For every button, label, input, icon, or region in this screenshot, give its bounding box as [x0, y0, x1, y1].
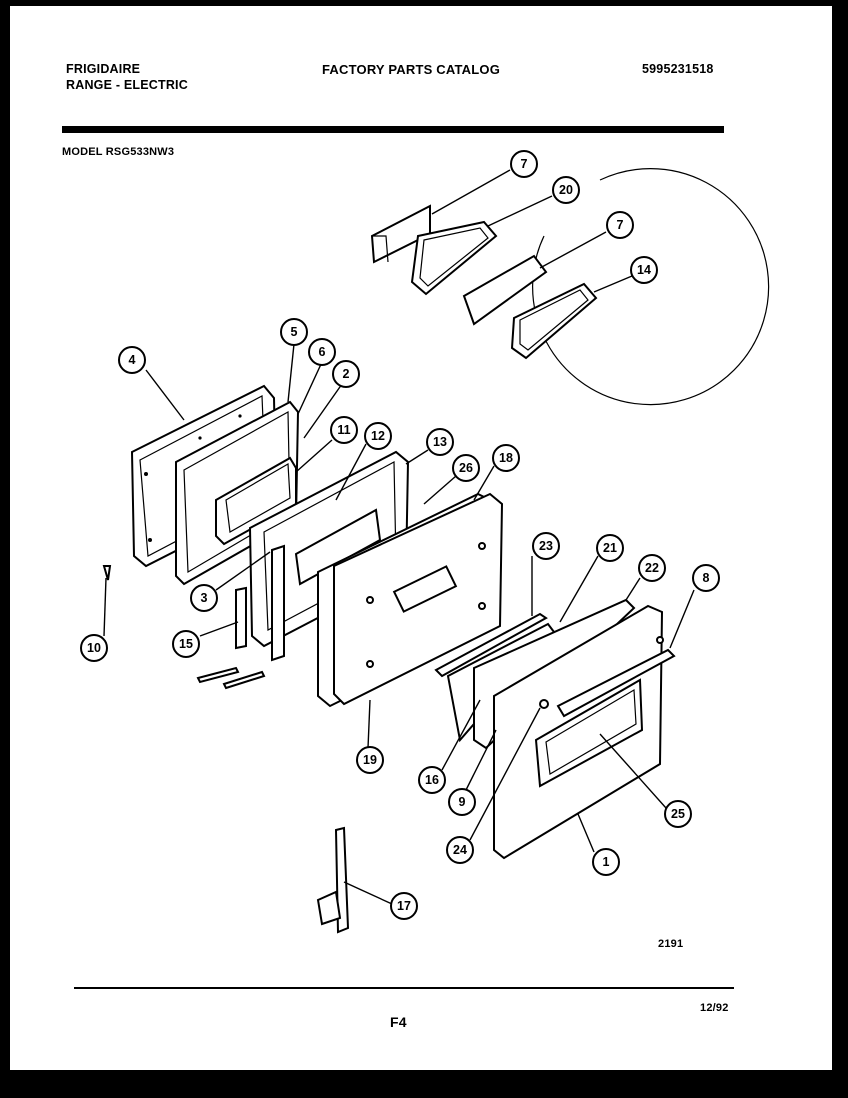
handle-8 [556, 648, 676, 718]
callout-18: 18 [492, 444, 520, 472]
callout-16: 16 [418, 766, 446, 794]
callout-12: 12 [364, 422, 392, 450]
svg-text:14: 14 [637, 263, 651, 277]
callout-4: 4 [118, 346, 146, 374]
callout-7b: 7 [606, 211, 634, 239]
svg-text:21: 21 [603, 541, 617, 555]
catalog-title: FACTORY PARTS CATALOG [322, 62, 501, 77]
inset-glass-7 [462, 254, 548, 326]
callout-7a: 7 [510, 150, 538, 178]
callout-3: 3 [190, 584, 218, 612]
svg-text:12: 12 [371, 429, 385, 443]
svg-text:10: 10 [87, 641, 101, 655]
detail-inset [370, 168, 770, 406]
hinge-assembly [316, 826, 350, 934]
svg-text:26: 26 [459, 461, 473, 475]
svg-text:24: 24 [453, 843, 467, 857]
callout-19: 19 [356, 746, 384, 774]
callout-10: 10 [80, 634, 108, 662]
svg-text:17: 17 [397, 899, 411, 913]
svg-text:23: 23 [539, 539, 553, 553]
glass-door-window [392, 565, 458, 613]
svg-text:16: 16 [425, 773, 439, 787]
outer-door [493, 604, 676, 860]
svg-text:1: 1 [603, 855, 610, 869]
hinge-rod-15 [235, 586, 247, 650]
callout-26: 26 [452, 454, 480, 482]
callout-20: 20 [552, 176, 580, 204]
leader-lines [103, 169, 695, 905]
svg-text:3: 3 [201, 591, 208, 605]
svg-text:4: 4 [129, 353, 136, 367]
svg-text:5: 5 [291, 325, 298, 339]
svg-text:7: 7 [617, 218, 624, 232]
svg-text:15: 15 [179, 637, 193, 651]
callout-9: 9 [448, 788, 476, 816]
page-label: F4 [390, 1014, 407, 1030]
svg-text:22: 22 [645, 561, 659, 575]
figure-code: 2191 [658, 938, 684, 950]
svg-text:7: 7 [521, 157, 528, 171]
header-rule [62, 126, 724, 133]
callout-6: 6 [308, 338, 336, 366]
callout-24: 24 [446, 836, 474, 864]
svg-text:19: 19 [363, 753, 377, 767]
callout-21: 21 [596, 534, 624, 562]
inset-gasket-14 [510, 282, 598, 360]
inset-gasket-14-inner [519, 289, 589, 351]
svg-text:6: 6 [319, 345, 326, 359]
inset-circle [532, 168, 770, 406]
outer-door-window-25 [534, 678, 644, 788]
callout-14: 14 [630, 256, 658, 284]
catalog-number: 5995231518 [642, 62, 714, 76]
svg-text:18: 18 [499, 451, 513, 465]
screw-10 [102, 565, 112, 581]
screw-24 [539, 699, 549, 709]
svg-text:13: 13 [433, 435, 447, 449]
inset-gasket-20-inner [419, 227, 489, 287]
hinge-channel-3 [271, 544, 285, 662]
callout-13: 13 [426, 428, 454, 456]
model-label: MODEL RSG533NW3 [62, 146, 175, 158]
callout-2: 2 [332, 360, 360, 388]
svg-text:9: 9 [459, 795, 466, 809]
inner-glass-door [317, 492, 504, 708]
product-type: RANGE - ELECTRIC [66, 78, 188, 92]
svg-text:2: 2 [343, 367, 350, 381]
callout-23: 23 [532, 532, 560, 560]
trim-23 [434, 612, 548, 678]
callout-22: 22 [638, 554, 666, 582]
frame-window [294, 508, 382, 586]
callout-17: 17 [390, 892, 418, 920]
callout-15: 15 [172, 630, 200, 658]
screws [102, 565, 266, 690]
svg-text:20: 20 [559, 183, 573, 197]
inner-door-panel [130, 384, 300, 586]
callout-11: 11 [330, 416, 358, 444]
svg-text:11: 11 [337, 423, 350, 437]
svg-text:25: 25 [671, 807, 685, 821]
callout-5: 5 [280, 318, 308, 346]
footer-rule [74, 987, 734, 989]
inset-vent-edge [372, 235, 389, 263]
callout-8: 8 [692, 564, 720, 592]
callout-25: 25 [664, 800, 692, 828]
svg-text:8: 8 [703, 571, 710, 585]
callout-1: 1 [592, 848, 620, 876]
inset-gasket-20 [410, 220, 498, 296]
brand-name: FRIGIDAIRE [66, 62, 141, 76]
date-code: 12/92 [700, 1002, 729, 1014]
